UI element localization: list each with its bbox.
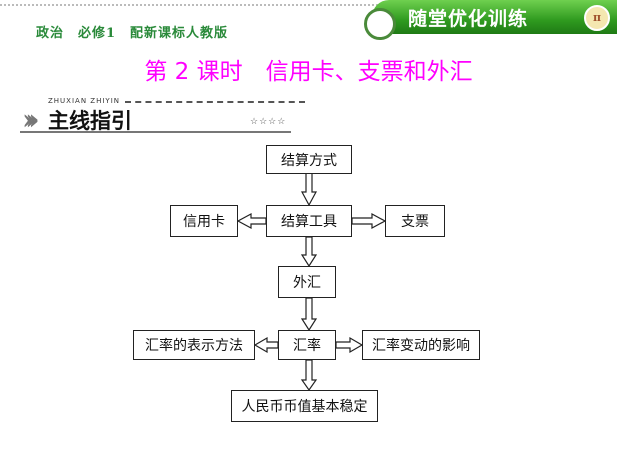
banner-circle-icon xyxy=(364,8,396,40)
arrow-right xyxy=(335,336,364,354)
section-pinyin: ZHUXIAN ZHIYIN xyxy=(48,97,120,105)
node-rate-expression: 汇率的表示方法 xyxy=(133,330,255,360)
arrow-down xyxy=(300,297,318,332)
arrow-down xyxy=(300,236,318,268)
arrow-left xyxy=(236,212,267,230)
node-settlement-tools: 结算工具 xyxy=(266,205,352,237)
node-credit-card: 信用卡 xyxy=(170,205,238,237)
section-title: 主线指引 xyxy=(48,109,132,133)
arrow-down xyxy=(300,172,318,207)
node-rate-change-impact: 汇率变动的影响 xyxy=(362,330,480,360)
banner xyxy=(372,0,617,34)
arrow-left xyxy=(253,336,279,354)
node-settlement-methods: 结算方式 xyxy=(266,145,352,174)
top-dotted-line xyxy=(0,4,430,6)
banner-title: 随堂优化训练 xyxy=(408,8,529,30)
subject-label: 政治 必修1 配新课标人教版 xyxy=(36,26,229,41)
divider xyxy=(125,101,305,103)
divider xyxy=(20,131,291,133)
star-rating: ☆☆☆☆ xyxy=(250,117,287,127)
badge-icon: π xyxy=(584,5,610,31)
arrow-down xyxy=(300,359,318,392)
arrow-right xyxy=(351,212,387,230)
node-exchange-rate: 汇率 xyxy=(278,330,336,360)
node-rmb-stable: 人民币币值基本稳定 xyxy=(231,390,378,422)
page-title: 第 2 课时 信用卡、支票和外汇 xyxy=(144,59,473,85)
node-cheque: 支票 xyxy=(385,205,445,237)
node-foreign-exchange: 外汇 xyxy=(278,266,336,298)
